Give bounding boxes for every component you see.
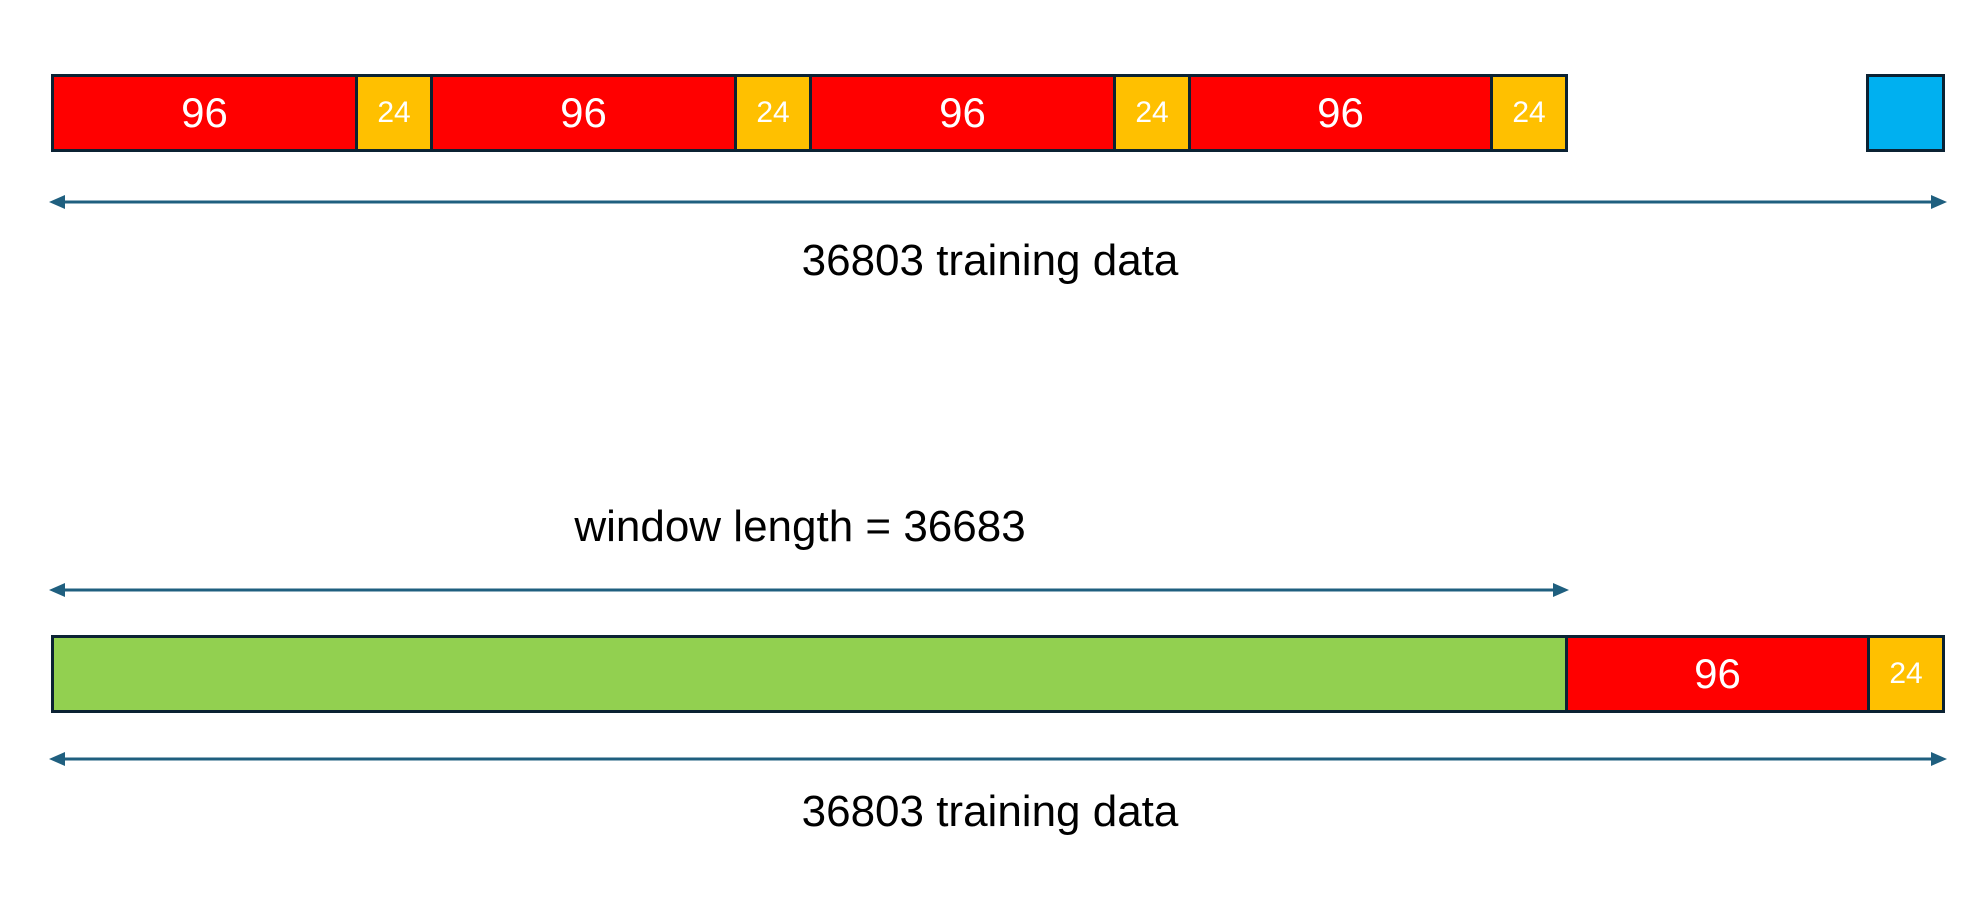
input-segment-3: 96 (809, 74, 1116, 152)
bottom-input-segment: 96 (1565, 635, 1870, 713)
input-segment-1: 96 (51, 74, 358, 152)
input-segment-2: 96 (430, 74, 737, 152)
bottom-caption: 36803 training data (801, 787, 1179, 836)
bottom-input-segment-label: 96 (1694, 650, 1741, 697)
output-segment-1-label: 24 (377, 96, 411, 129)
bottom-output-segment: 24 (1867, 635, 1945, 713)
bottom-output-segment-label: 24 (1889, 657, 1923, 690)
output-segment-2-label: 24 (756, 96, 790, 129)
window-caption: window length = 36683 (574, 502, 1026, 551)
top-span-arrow (49, 192, 1947, 212)
input-segment-1-label: 96 (181, 89, 228, 136)
output-segment-3-label: 24 (1135, 96, 1169, 129)
window-segment (51, 635, 1568, 713)
output-segment-4: 24 (1490, 74, 1568, 152)
input-segment-4-label: 96 (1317, 89, 1364, 136)
bottom-span-arrow (49, 749, 1947, 769)
input-segment-4: 96 (1188, 74, 1493, 152)
input-segment-2-label: 96 (560, 89, 607, 136)
input-segment-3-label: 96 (939, 89, 986, 136)
output-segment-1: 24 (355, 74, 433, 152)
top-caption: 36803 training data (801, 236, 1179, 285)
window-span-arrow (49, 580, 1569, 600)
output-segment-4-label: 24 (1512, 96, 1546, 129)
output-segment-3: 24 (1113, 74, 1191, 152)
output-segment-2: 24 (734, 74, 812, 152)
remainder-segment (1866, 74, 1945, 152)
